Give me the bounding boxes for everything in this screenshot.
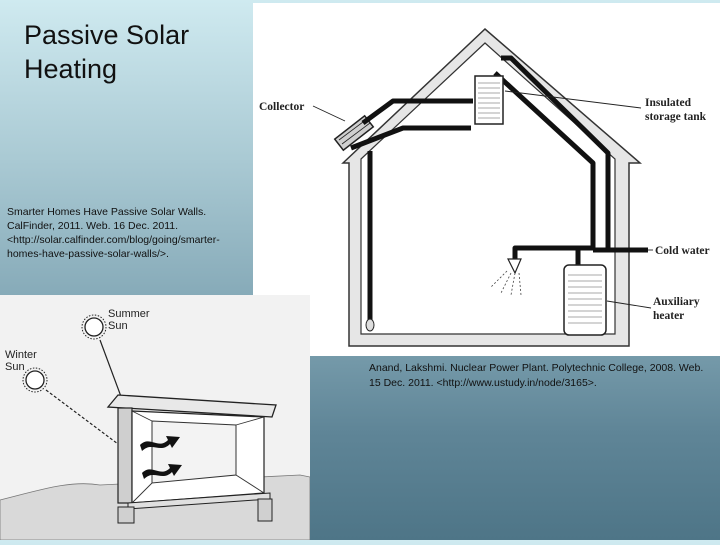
heater-label-line2: heater: [653, 310, 684, 322]
citation-right: Anand, Lakshmi. Nuclear Power Plant. Pol…: [369, 362, 704, 389]
house-diagram-panel: Collector Insulated storage tank Cold wa…: [253, 3, 720, 356]
title-line-2: Heating: [24, 54, 118, 84]
winter-sun-label-line2: Sun: [5, 361, 25, 373]
winter-ray: [45, 389, 123, 448]
slide-title: Passive Solar Heating: [24, 18, 244, 86]
tank-label-line1: Insulated: [645, 97, 692, 109]
shower-head-icon: [490, 258, 522, 296]
heater-leader: [606, 300, 652, 309]
summer-sun-icon: [81, 314, 107, 340]
winter-sun-icon: [22, 367, 48, 393]
summer-sun-label-line1: Summer: [108, 308, 150, 320]
pipes: [350, 55, 648, 323]
collector-leader: [312, 105, 346, 122]
house-interior: [360, 42, 616, 335]
sun-angle-diagram-panel: Summer Sun Winter Sun: [0, 295, 311, 541]
heat-arrow-icon: [140, 436, 182, 479]
citation-left: Smarter Homes Have Passive Solar Walls. …: [7, 206, 220, 260]
winter-sun-label-line1: Winter: [5, 349, 37, 361]
tank-leader: [504, 90, 642, 109]
house-diagram: Collector Insulated storage tank Cold wa…: [259, 27, 710, 347]
title-line-1: Passive Solar: [24, 20, 190, 50]
heater-label-line1: Auxiliary: [653, 296, 700, 308]
cold-water-label: Cold water: [655, 245, 710, 257]
tank-label-line2: storage tank: [645, 111, 707, 123]
collector-label: Collector: [259, 101, 304, 113]
sun-angle-diagram: Summer Sun Winter Sun: [0, 308, 311, 541]
building: [106, 394, 277, 524]
drain-valve: [365, 318, 375, 332]
auxiliary-heater: [563, 264, 607, 336]
storage-tank: [474, 75, 504, 125]
summer-sun-label-line2: Sun: [108, 320, 128, 332]
